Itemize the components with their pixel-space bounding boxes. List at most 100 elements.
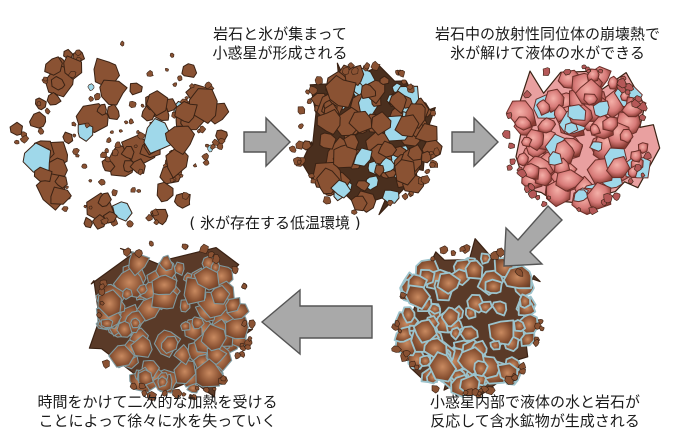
stage-5-dehydrated-asteroid — [88, 240, 256, 402]
rock-grain — [379, 75, 390, 85]
rock-grain — [401, 192, 409, 201]
rock-grain — [98, 178, 106, 186]
water-pocket — [573, 189, 588, 203]
rock-grain — [450, 326, 462, 341]
rock-grain — [114, 141, 122, 148]
rock-grain — [518, 293, 531, 309]
rock-grain — [436, 271, 461, 295]
caption-stage-2: 岩石中の放射性同位体の崩壊熱で 氷が解けて液体の水ができる — [410, 25, 685, 63]
rock-grain — [484, 278, 503, 295]
caption-stage-3: 小惑星内部で液体の水と岩石が 反応して含水鉱物が生成される — [400, 393, 670, 431]
rock-grain — [204, 81, 213, 89]
rock-grain — [634, 164, 642, 173]
rock-grain — [297, 106, 306, 115]
rock-grain — [480, 252, 492, 265]
rock-grain — [220, 375, 227, 382]
rock-grain — [72, 148, 80, 156]
condition-note-text: ( 氷が存在する低温環境 ) — [189, 214, 361, 232]
rock-grain — [174, 101, 198, 124]
rock-grain — [316, 108, 341, 135]
rock-grain — [128, 118, 134, 125]
rock-grain — [360, 83, 377, 99]
rock-grain — [628, 178, 634, 184]
rock-grain — [319, 132, 337, 150]
rock-grain — [54, 174, 68, 189]
rock-grain — [308, 85, 318, 96]
rock-grain — [488, 319, 515, 346]
rock-grain — [136, 189, 141, 193]
rock-grain — [181, 63, 198, 78]
rock-grain — [83, 204, 87, 209]
rock-grain — [502, 264, 533, 290]
rock-grain — [514, 116, 533, 131]
rock-grain — [234, 352, 242, 360]
rock-grain — [310, 178, 317, 184]
rock-grain — [537, 117, 557, 134]
caption-stage-4: 時間をかけて二次的な加熱を受ける ことによって徐々に水を失っていく — [15, 393, 300, 431]
rock-grain — [84, 122, 91, 129]
rock-grain — [401, 79, 407, 85]
rock-grain — [46, 92, 62, 106]
rock-grain — [61, 206, 69, 212]
rock-grain — [394, 114, 420, 138]
ice-grain — [22, 142, 52, 173]
caption-line: 岩石と氷が集まって — [213, 25, 347, 43]
rock-grain — [394, 320, 401, 327]
rock-grain — [398, 70, 405, 78]
rock-grain — [407, 144, 423, 161]
rock-grain — [112, 148, 119, 157]
rock-grain — [169, 52, 175, 58]
rock-grain — [450, 250, 457, 256]
rock-grain — [146, 391, 157, 402]
rock-grain — [156, 181, 174, 203]
rock-grain — [29, 111, 47, 129]
rock-grain — [14, 139, 20, 145]
rock-grain — [333, 142, 358, 169]
rock-grain — [63, 55, 83, 80]
rock-grain — [152, 208, 159, 217]
rock-grain — [306, 98, 312, 104]
rock-grain — [347, 62, 355, 70]
rock-grain — [130, 187, 136, 193]
rock-grain — [81, 163, 88, 169]
rock-grain — [128, 101, 137, 108]
rock-grain — [94, 92, 101, 101]
rock-grain — [44, 56, 63, 76]
rock-grain — [489, 340, 501, 351]
rock-grain — [129, 82, 143, 96]
rock-grain — [598, 68, 604, 74]
rock-grain — [429, 151, 434, 156]
rock-grain — [133, 144, 138, 148]
rock-grain — [244, 344, 251, 350]
rock-grain — [19, 134, 30, 144]
rock-grain — [202, 159, 210, 166]
rock-grain — [121, 287, 133, 300]
rock-grain — [414, 123, 438, 143]
rock-grain — [534, 167, 552, 187]
rock-grain — [191, 316, 205, 330]
rock-grain — [586, 69, 591, 74]
rock-grain — [539, 326, 545, 332]
rock-grain — [405, 83, 413, 90]
rock-grain — [513, 319, 526, 333]
rock-grain — [424, 168, 431, 175]
rock-grain — [50, 76, 66, 91]
rock-grain — [473, 360, 489, 377]
rock-grain — [99, 283, 105, 291]
rock-grain — [136, 130, 140, 134]
rock-grain — [101, 359, 110, 369]
rock-grain — [502, 130, 511, 139]
rock-grain — [130, 317, 141, 329]
rock-grain — [616, 78, 627, 89]
rock-grain — [184, 96, 189, 100]
rock-grain — [639, 113, 647, 121]
rock-grain — [607, 75, 618, 90]
rock-grain — [640, 172, 646, 178]
rock-grain — [72, 133, 77, 138]
rock-grain — [104, 148, 109, 154]
rock-grain — [71, 121, 77, 127]
rock-grain — [199, 125, 207, 134]
rock-grain — [216, 142, 224, 150]
rock-grain — [516, 169, 528, 179]
rock-grain — [88, 179, 93, 183]
